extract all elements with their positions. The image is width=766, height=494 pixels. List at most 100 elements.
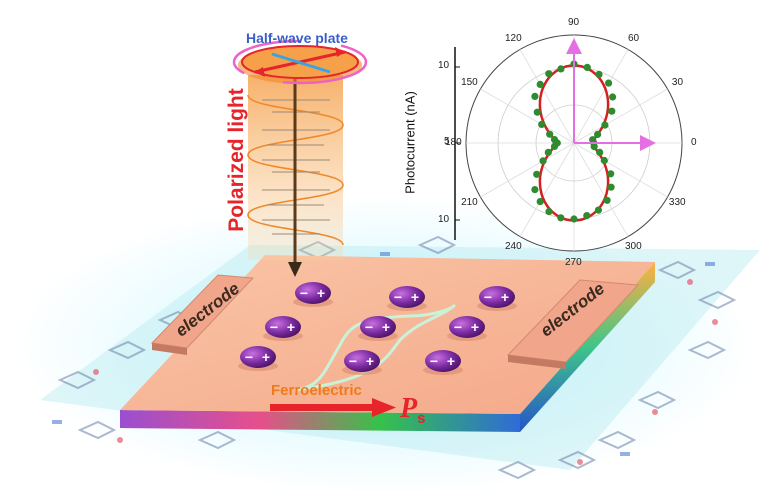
angle-tick-label: 60 [628, 33, 640, 45]
plus-sign: + [317, 285, 325, 301]
data-point [531, 92, 539, 100]
plus-sign: + [471, 319, 479, 335]
angle-tick-label: 330 [668, 197, 686, 208]
charge-pair: −+ [423, 350, 463, 375]
data-point [589, 136, 597, 144]
data-point [531, 186, 539, 194]
y-tick-label: 10 [438, 214, 450, 225]
data-point [544, 148, 552, 156]
polarization-symbol: Ps [400, 393, 426, 427]
plus-sign: + [287, 319, 295, 335]
data-point [603, 196, 611, 204]
half-wave-plate-label: Half-wave plate [246, 30, 348, 46]
charge-pair: −+ [293, 282, 333, 307]
electrodes [150, 274, 640, 369]
data-point [596, 148, 604, 156]
data-point [533, 108, 541, 116]
data-point [536, 198, 544, 206]
data-point [533, 170, 541, 178]
data-point [557, 65, 565, 73]
plus-sign: + [447, 353, 455, 369]
polarized-light-label: Polarized light [225, 88, 248, 232]
data-point [594, 130, 602, 138]
polar-spoke [573, 142, 668, 198]
polar-spoke [573, 142, 629, 237]
polar-spoke [573, 49, 629, 144]
data-point [538, 120, 546, 128]
data-point [550, 142, 559, 150]
ferroelectric-label: Ferroelectric [271, 382, 362, 399]
polar-spoke [480, 88, 575, 144]
electrode-right-block [506, 279, 640, 363]
polar-spoke [573, 88, 668, 144]
angle-tick-label: 0 [691, 137, 697, 148]
data-point [609, 93, 617, 101]
angle-tick-label: 120 [505, 33, 522, 45]
angle-tick-label: 300 [625, 240, 642, 252]
charge-pair: −+ [358, 316, 398, 341]
data-point [607, 183, 615, 191]
y-tick-label: 10 [438, 60, 450, 71]
beam-arrow-head [288, 262, 302, 277]
charge-pair: −+ [447, 316, 487, 341]
data-point [605, 79, 613, 87]
minus-sign: − [349, 353, 357, 369]
polar-spoke [519, 142, 575, 237]
data-point [557, 214, 565, 222]
angle-tick-label: 240 [505, 240, 522, 252]
data-points [531, 60, 617, 223]
charge-pair: −+ [263, 316, 303, 341]
data-point [583, 63, 591, 71]
light-beam [247, 62, 344, 277]
charge-pair: −+ [477, 286, 517, 311]
minus-sign: − [484, 289, 492, 305]
data-point [583, 212, 591, 220]
minus-sign: − [300, 285, 308, 301]
data-point [601, 121, 609, 129]
polar-spoke [519, 49, 575, 144]
minus-sign: − [270, 319, 278, 335]
ps-main: P [400, 393, 418, 424]
plus-sign: + [382, 319, 390, 335]
data-point [590, 143, 598, 151]
data-point [594, 206, 603, 214]
angle-tick-label: 270 [565, 257, 582, 268]
slow-axis-line [271, 52, 331, 74]
charge-group: −+−+−+−+−+−+−+−+−+ [238, 282, 517, 375]
data-point [545, 70, 553, 78]
polar-chart [454, 34, 683, 252]
data-point [608, 107, 616, 115]
data-point [539, 157, 547, 165]
data-point [600, 156, 608, 165]
polarization-arrow [270, 398, 396, 417]
data-point [570, 215, 578, 223]
polar-spoke [480, 142, 575, 198]
minus-sign: − [430, 353, 438, 369]
ps-subscript: s [417, 410, 426, 427]
data-point [546, 130, 554, 138]
plus-sign: + [366, 353, 374, 369]
data-point [545, 208, 553, 216]
plus-sign: + [262, 349, 270, 365]
plus-sign: + [501, 289, 509, 305]
y-axis-label: Photocurrent (nA) [402, 91, 418, 194]
data-point [536, 80, 544, 88]
data-point [607, 170, 615, 178]
hysteresis-loop [294, 303, 457, 392]
angle-tick-label: 180 [445, 137, 462, 148]
charge-pair: −+ [238, 346, 278, 371]
data-point [595, 70, 603, 78]
angle-tick-label: 30 [671, 77, 684, 88]
half-wave-plate [232, 39, 368, 85]
plus-sign: + [411, 289, 419, 305]
minus-sign: − [394, 289, 402, 305]
charge-pair: −+ [342, 350, 382, 375]
minus-sign: − [365, 319, 373, 335]
minus-sign: − [245, 349, 253, 365]
angle-tick-label: 150 [461, 77, 478, 88]
charge-pair: −+ [387, 286, 427, 311]
angle-tick-label: 210 [461, 197, 478, 208]
angle-tick-label: 90 [568, 17, 580, 28]
y-tick-label: 5 [444, 136, 450, 147]
